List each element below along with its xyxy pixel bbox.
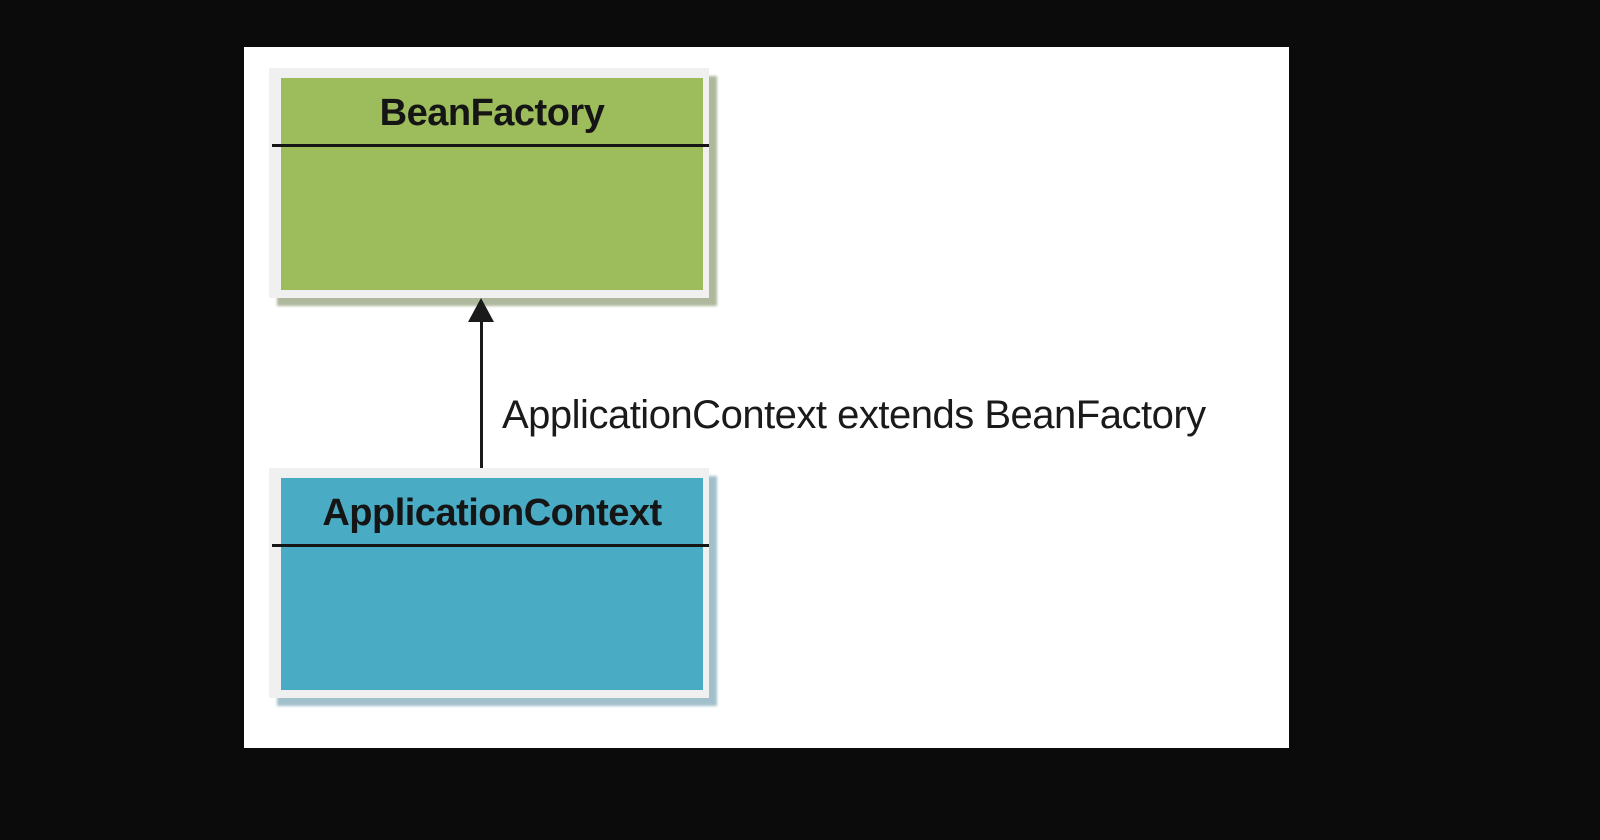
node-applicationcontext-body <box>281 478 703 690</box>
edge-label: ApplicationContext extends BeanFactory <box>502 393 1206 437</box>
arrow-head-icon <box>468 298 494 322</box>
arrow-line <box>480 321 483 468</box>
node-applicationcontext-title: ApplicationContext <box>322 491 662 534</box>
node-applicationcontext-divider <box>272 544 709 547</box>
diagram-canvas: BeanFactory ApplicationContext extends B… <box>244 47 1289 748</box>
node-beanfactory-divider <box>272 144 709 147</box>
node-beanfactory-title: BeanFactory <box>379 91 605 134</box>
node-beanfactory-body <box>281 78 703 290</box>
